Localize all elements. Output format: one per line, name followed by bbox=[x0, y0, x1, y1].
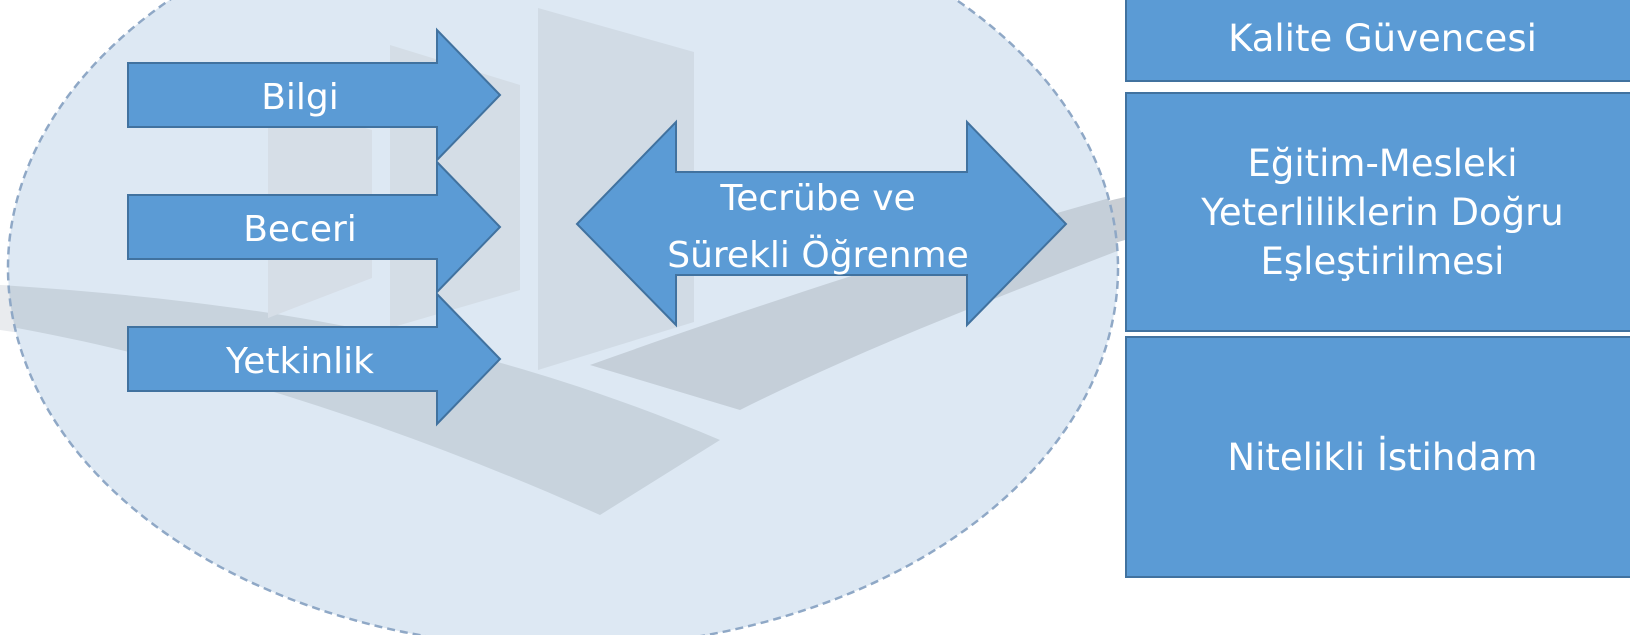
box-yeterlilik-eslestirme: Eğitim-Mesleki Yeterliliklerin Doğru Eşl… bbox=[1125, 92, 1630, 332]
arrow-yetkinlik: Yetkinlik bbox=[127, 291, 502, 427]
arrow-bilgi: Bilgi bbox=[127, 27, 502, 163]
double-arrow-label-line2: Sürekli Öğrenme bbox=[667, 234, 969, 276]
arrow-yetkinlik-label: Yetkinlik bbox=[225, 341, 374, 382]
box-nitelikli-istihdam-label: Nitelikli İstihdam bbox=[1227, 435, 1538, 479]
box-nitelikli-istihdam: Nitelikli İstihdam bbox=[1125, 336, 1630, 578]
box-kalite-guvencesi: Kalite Güvencesi bbox=[1125, 0, 1630, 82]
box-yeterlilik-line3: Eşleştirilmesi bbox=[1260, 239, 1505, 283]
arrow-bilgi-label: Bilgi bbox=[261, 77, 339, 118]
arrow-bilgi-shape bbox=[127, 27, 502, 163]
arrow-beceri: Beceri bbox=[127, 159, 502, 295]
box-yeterlilik-line1: Eğitim-Mesleki bbox=[1247, 141, 1518, 185]
box-yeterlilik-line2: Yeterliliklerin Doğru bbox=[1201, 190, 1564, 234]
arrow-beceri-label: Beceri bbox=[243, 209, 357, 250]
double-arrow-center: Tecrübe ve Sürekli Öğrenme bbox=[575, 119, 1068, 328]
box-kalite-guvencesi-label: Kalite Güvencesi bbox=[1228, 16, 1537, 60]
ellipse-outline bbox=[6, 0, 1120, 635]
arrow-yetkinlik-shape bbox=[127, 291, 502, 427]
arrow-beceri-shape bbox=[127, 159, 502, 295]
box-yeterlilik-eslestirme-text: Eğitim-Mesleki Yeterliliklerin Doğru Eşl… bbox=[1201, 139, 1564, 286]
double-arrow-label-line1: Tecrübe ve bbox=[719, 178, 915, 219]
double-arrow-shape bbox=[575, 119, 1068, 328]
